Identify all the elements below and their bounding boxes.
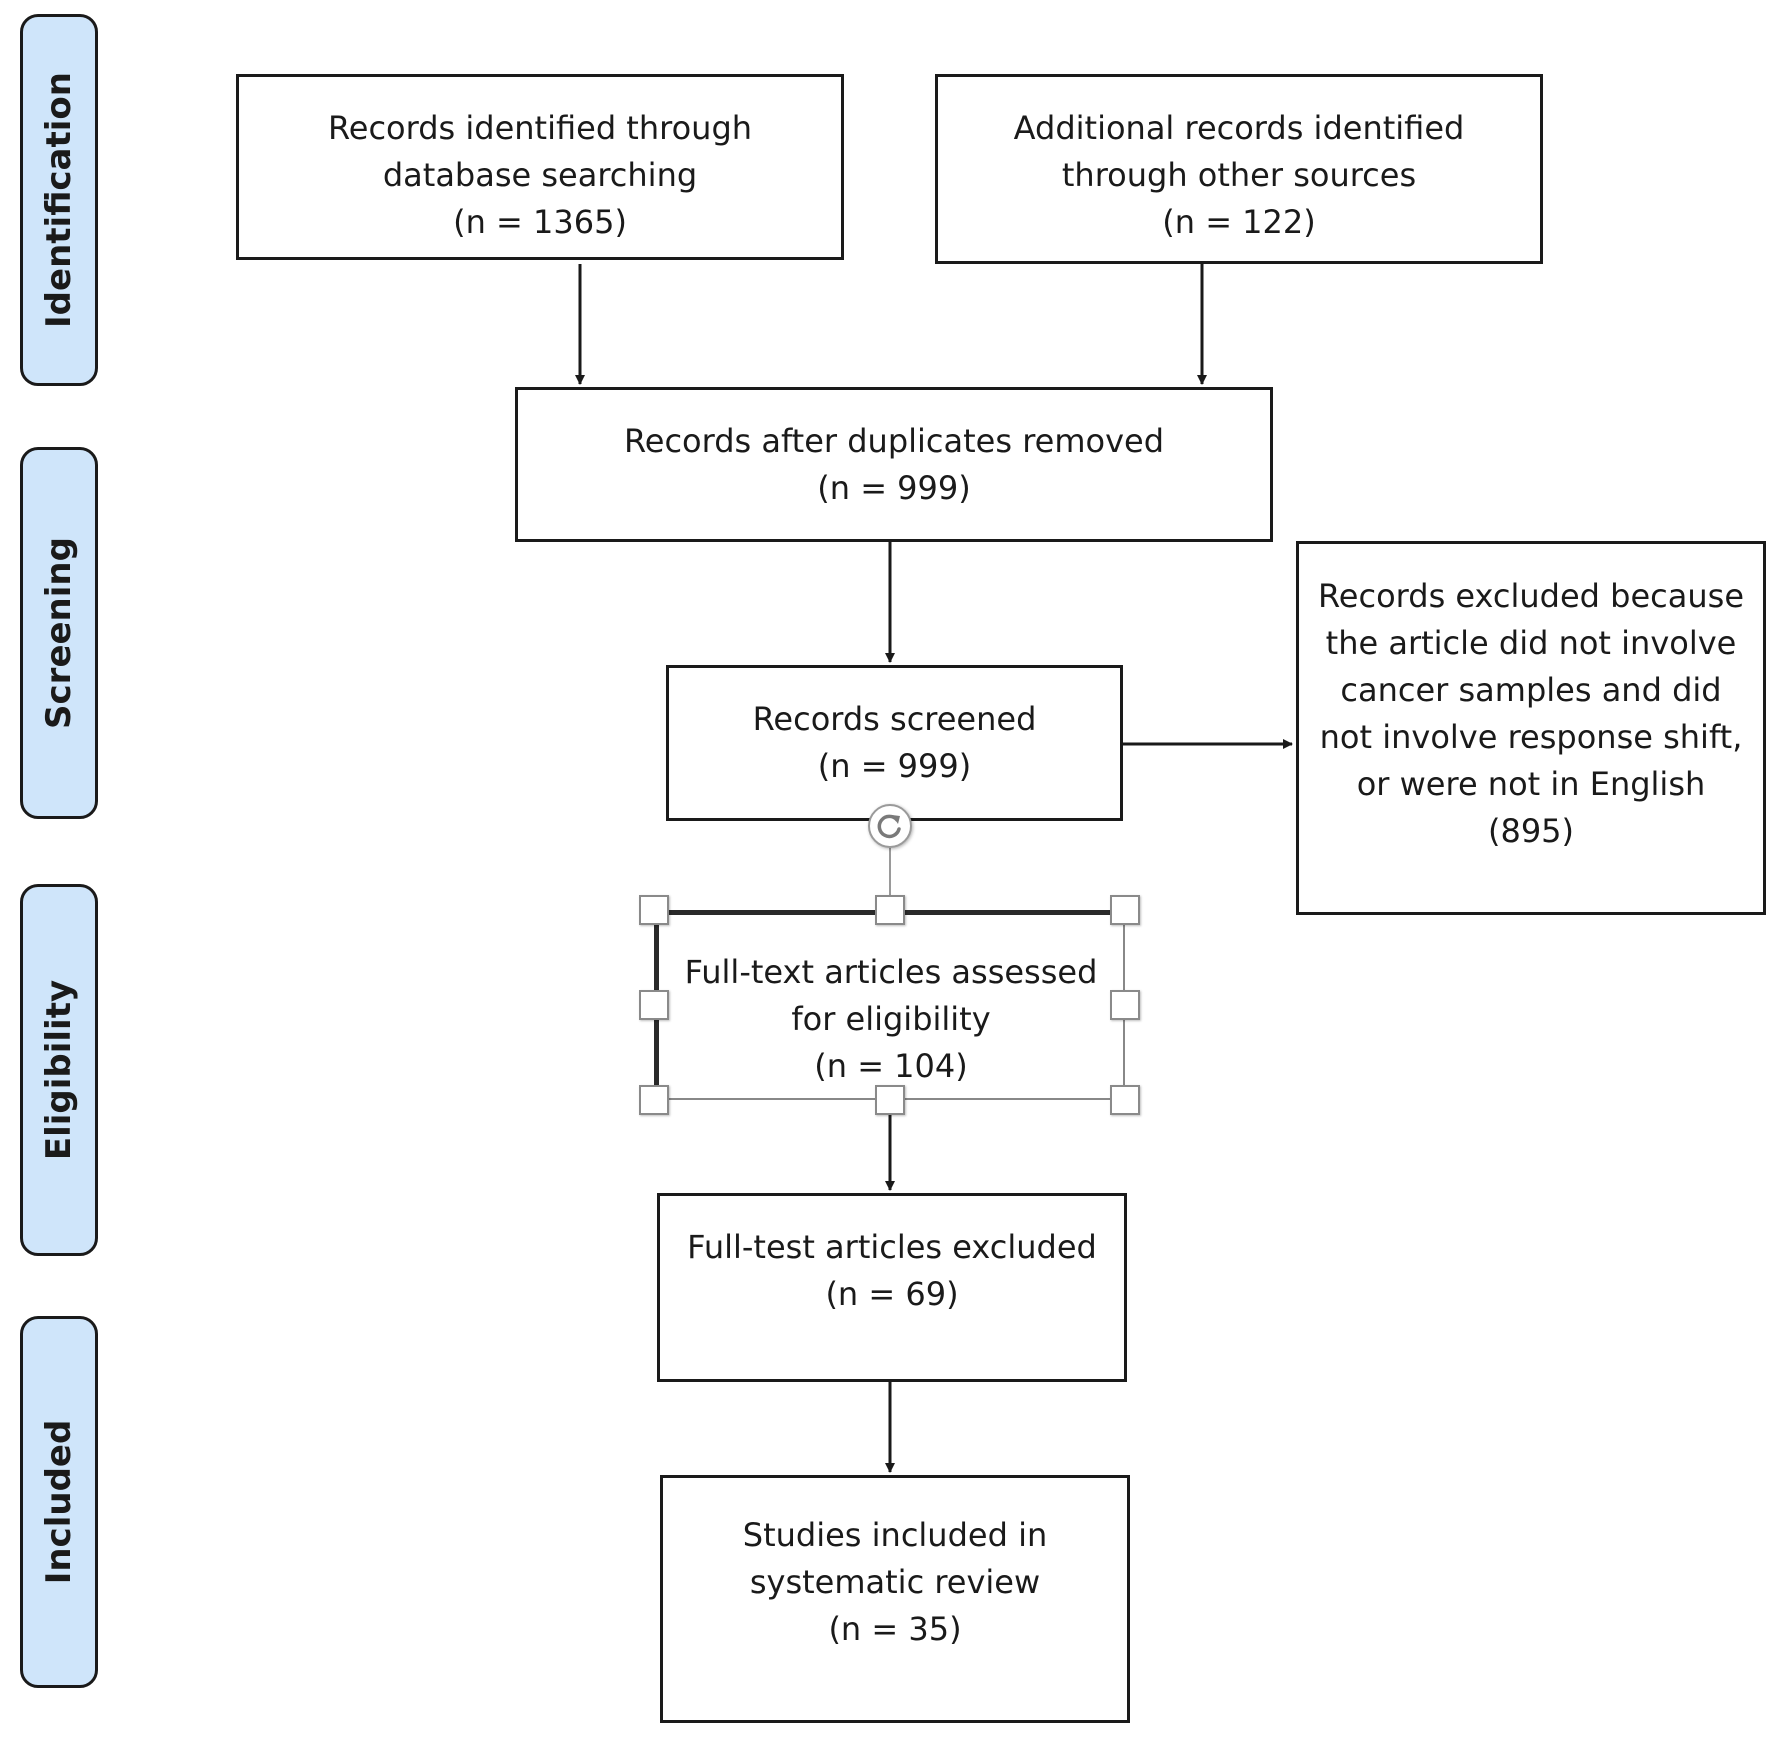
resize-handle-middle-right[interactable]	[1110, 990, 1140, 1020]
box-database-records[interactable]: Records identified through database sear…	[236, 74, 844, 260]
box-line: Full-text articles assessed	[684, 953, 1098, 991]
box-line: (895)	[1487, 812, 1575, 850]
box-line: the article did not involve	[1325, 624, 1737, 662]
resize-handle-bottom-center[interactable]	[875, 1085, 905, 1115]
box-other-sources[interactable]: Additional records identified through ot…	[935, 74, 1543, 264]
box-line: for eligibility	[791, 1000, 991, 1038]
box-line: (n = 122)	[1162, 203, 1316, 241]
box-records-screened[interactable]: Records screened (n = 999)	[666, 665, 1123, 821]
stage-screening: Screening	[20, 447, 98, 819]
box-line: (n = 999)	[817, 469, 971, 507]
stage-identification: Identification	[20, 14, 98, 386]
stage-included: Included	[20, 1316, 98, 1688]
box-line: Records excluded because	[1318, 577, 1744, 615]
box-records-excluded[interactable]: Records excluded because the article did…	[1296, 541, 1766, 915]
resize-handle-middle-left[interactable]	[639, 990, 669, 1020]
rotate-handle[interactable]	[868, 804, 912, 848]
box-line: (n = 69)	[825, 1275, 959, 1313]
resize-handle-bottom-left[interactable]	[639, 1085, 669, 1115]
box-line: (n = 35)	[828, 1610, 962, 1648]
box-line: (n = 104)	[814, 1047, 968, 1085]
box-full-text-excluded[interactable]: Full-test articles excluded (n = 69)	[657, 1193, 1127, 1382]
resize-handle-top-left[interactable]	[639, 895, 669, 925]
box-line: or were not in English	[1356, 765, 1706, 803]
box-duplicates-removed[interactable]: Records after duplicates removed (n = 99…	[515, 387, 1273, 542]
box-studies-included[interactable]: Studies included in systematic review (n…	[660, 1475, 1130, 1723]
resize-handle-top-center[interactable]	[875, 895, 905, 925]
box-line: Records screened	[752, 700, 1037, 738]
box-line: systematic review	[749, 1563, 1041, 1601]
box-line: (n = 1365)	[453, 203, 627, 241]
box-line: through other sources	[1061, 156, 1417, 194]
box-line: Additional records identified	[1013, 109, 1465, 147]
box-full-text-assessed[interactable]: Full-text articles assessed for eligibil…	[654, 910, 1125, 1100]
stage-eligibility: Eligibility	[20, 884, 98, 1256]
resize-handle-bottom-right[interactable]	[1110, 1085, 1140, 1115]
box-line: cancer samples and did	[1340, 671, 1722, 709]
resize-handle-top-right[interactable]	[1110, 895, 1140, 925]
box-line: (n = 999)	[817, 747, 972, 785]
rotate-icon	[877, 814, 901, 839]
box-line: Full-test articles excluded	[687, 1228, 1097, 1266]
box-line: not involve response shift,	[1319, 718, 1743, 756]
box-line: Studies included in	[742, 1516, 1048, 1554]
box-line: database searching	[382, 156, 698, 194]
box-line: Records identified through	[327, 109, 753, 147]
box-line: Records after duplicates removed	[623, 422, 1165, 460]
